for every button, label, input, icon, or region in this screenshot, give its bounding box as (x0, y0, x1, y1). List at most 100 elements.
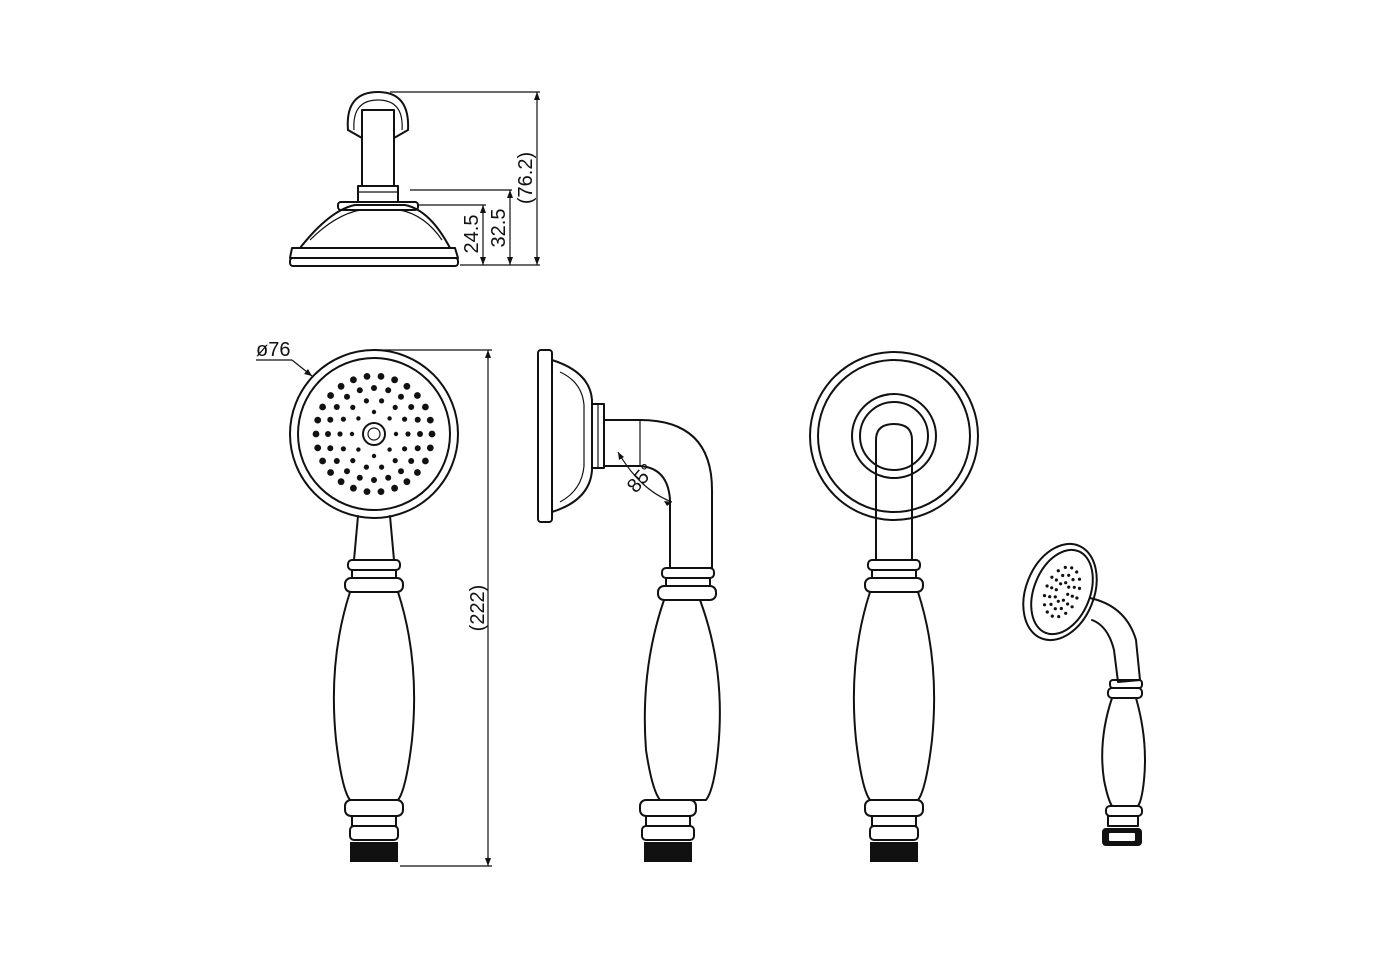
nozzle-dot (337, 382, 345, 390)
nozzle-dot (417, 431, 423, 437)
nozzle-dot (398, 393, 404, 400)
top-view: (76.2) 32.5 24.5 (289, 91, 540, 267)
back-view (809, 351, 979, 862)
nozzle-dot (387, 416, 392, 421)
nozzle-dot (408, 404, 415, 410)
small-nozzle-dot (1053, 607, 1057, 611)
small-nozzle-dot (1067, 585, 1071, 589)
dim-total-height: (76.2) (515, 152, 537, 204)
nozzle-dot (344, 468, 350, 475)
nozzle-dot (422, 403, 429, 411)
small-nozzle-dot (1077, 577, 1082, 581)
nozzle-dot (327, 416, 334, 423)
nozzle-dot (414, 392, 421, 399)
small-nozzle-dot (1056, 599, 1060, 603)
small-nozzle-dot (1072, 585, 1076, 589)
nozzle-dot (403, 478, 411, 486)
small-nozzle-dot (1063, 565, 1067, 570)
nozzle-dot (371, 385, 377, 391)
nozzle-dot (377, 373, 385, 380)
nozzle-dot (314, 416, 322, 424)
small-nozzle-dot (1064, 611, 1068, 615)
nozzle-dot (402, 446, 408, 452)
small-nozzle-dot (1061, 598, 1065, 602)
nozzle-dot (337, 431, 343, 437)
nozzle-dot (327, 445, 334, 452)
small-nozzle-dot (1064, 581, 1068, 585)
nozzle-dot (319, 457, 326, 465)
nozzle-dot (363, 373, 371, 380)
small-nozzle-dot (1077, 586, 1082, 591)
nozzle-dot (426, 444, 434, 452)
nozzle-dot (385, 474, 392, 481)
small-nozzle-dot (1059, 606, 1063, 611)
nozzle-dot (356, 474, 363, 481)
small-nozzle-dot (1071, 578, 1075, 582)
dim-body-height: 32.5 (488, 209, 510, 248)
nozzle-dot (350, 404, 356, 410)
nozzle-dot (363, 398, 369, 404)
nozzle-dot (428, 430, 436, 438)
small-nozzle-dot (1048, 595, 1052, 599)
small-nozzle-dot (1054, 578, 1058, 582)
small-nozzle-dot (1070, 605, 1074, 609)
nozzle-dot (344, 393, 350, 400)
nozzle-dot (392, 404, 398, 410)
small-nozzle-dot (1050, 575, 1054, 579)
nozzle-dot (402, 416, 408, 422)
small-nozzle-dot (1066, 602, 1070, 606)
nozzle-dot (385, 387, 392, 394)
nozzle-dot (340, 416, 346, 422)
perspective-view (1022, 542, 1146, 846)
nozzle-dot (422, 457, 429, 465)
nozzle-dot (337, 478, 345, 486)
nozzle-dot (414, 469, 421, 476)
small-nozzle-dot (1067, 573, 1071, 577)
nozzle-dot (371, 453, 377, 459)
nozzle-dot (333, 458, 340, 464)
nozzle-dot (371, 409, 377, 415)
nozzle-dot (405, 431, 411, 437)
small-nozzle-dot (1057, 615, 1061, 619)
nozzle-dot (387, 447, 392, 452)
nozzle-dot (340, 446, 346, 452)
small-nozzle-dot (1042, 594, 1047, 598)
nozzle-dot (356, 387, 363, 394)
nozzle-dot (426, 416, 434, 424)
nozzle-dot (349, 431, 355, 437)
small-nozzle-dot (1066, 592, 1070, 596)
nozzle-dot (391, 376, 398, 384)
small-nozzle-dot (1059, 582, 1063, 586)
nozzle-dot (327, 392, 334, 399)
side-view: 85° (537, 349, 721, 862)
small-nozzle-dot (1070, 566, 1074, 570)
nozzle-dot (350, 376, 357, 384)
nozzle-dot (379, 398, 385, 404)
small-nozzle-dot (1053, 595, 1057, 599)
nozzle-dot (392, 458, 398, 464)
nozzle-dot (408, 458, 415, 464)
nozzle-dot (414, 445, 421, 452)
nozzle-dot (350, 458, 356, 464)
small-nozzle-dot (1061, 573, 1065, 578)
spray-nozzles (312, 373, 436, 495)
small-nozzle-dot (1054, 588, 1058, 592)
nozzle-dot (398, 468, 404, 475)
small-nozzle-dot (1075, 570, 1079, 574)
small-nozzle-dot (1056, 569, 1060, 573)
nozzle-dot (414, 416, 421, 423)
nozzle-dot (379, 464, 385, 470)
nozzle-dot (312, 430, 320, 438)
nozzle-dot (333, 404, 340, 410)
small-spray-nozzles (1042, 565, 1082, 619)
nozzle-dot (319, 403, 326, 411)
small-nozzle-dot (1042, 603, 1047, 607)
small-nozzle-dot (1070, 594, 1074, 598)
nozzle-dot (391, 484, 398, 492)
nozzle-dot (393, 431, 399, 437)
nozzle-dot (356, 447, 361, 452)
nozzle-dot (363, 464, 369, 470)
small-nozzle-dot (1050, 614, 1054, 618)
dim-face-height: 24.5 (461, 215, 483, 254)
